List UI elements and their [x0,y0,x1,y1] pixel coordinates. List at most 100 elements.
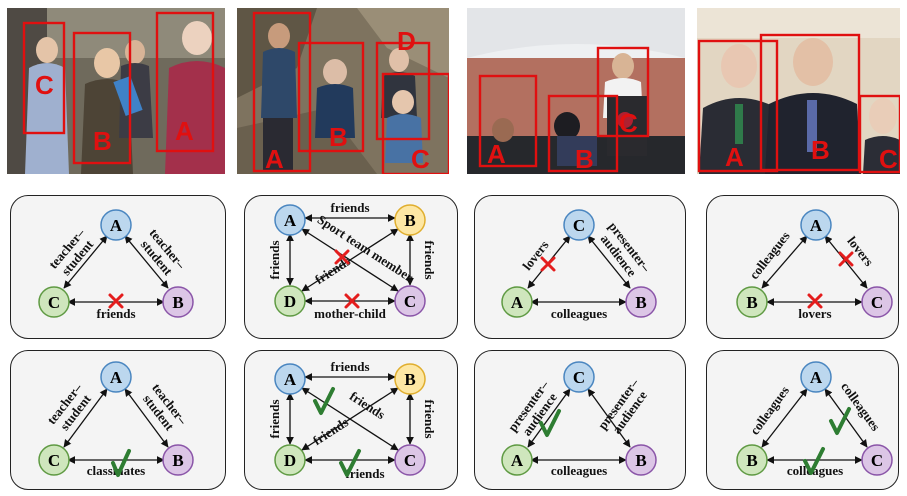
relation-graph-panel: presenter– audience presenter– audience … [474,350,686,490]
node-label: B [635,293,646,312]
edge-label: friends [267,241,282,280]
red-cross-icon [807,293,823,309]
node-circle [38,444,70,476]
bounding-box [697,39,779,173]
edge-label: friends [422,241,437,280]
node-circle [394,285,426,317]
bounding-box [759,33,861,172]
node-circle [501,444,533,476]
relation-graph-panel: colleagues lovers lovers A B C [706,195,899,339]
box-label: B [575,144,594,174]
edge-label: lovers [798,306,831,321]
box-label: A [175,116,194,146]
photo-street-group: C B A [7,8,225,174]
node-label: A [110,216,123,235]
node-label: B [746,293,757,312]
box-label: C [879,144,898,174]
node-circle [861,286,893,318]
box-label: D [397,26,416,56]
green-check-icon [313,387,335,415]
edge-label: colleagues [746,228,792,282]
node-label: D [284,292,296,311]
node-label: A [511,451,524,470]
bounding-box [381,72,449,174]
box-label: C [35,70,54,100]
node-circle [501,286,533,318]
green-check-icon [829,407,851,435]
node-circle [736,286,768,318]
node-circle [162,444,194,476]
green-check-icon [111,449,131,477]
box-label: A [265,144,284,174]
node-label: C [48,451,60,470]
node-circle [861,444,893,476]
relation-graph: teacher– student teacher– student classm… [38,361,194,478]
box-label: A [725,142,744,172]
edge-label: colleagues [787,463,843,478]
bounding-box [22,21,66,135]
node-label: A [810,216,823,235]
bounding-box [252,11,312,173]
bounding-box [375,41,431,141]
node-label: C [404,451,416,470]
relation-graph: lovers presenter– audience colleagues C … [501,209,657,321]
relation-graph: friends friends friends friends friends … [267,359,437,481]
red-cross-icon [838,251,854,267]
node-label: B [746,451,757,470]
green-check-icon [803,447,825,475]
red-cross-icon [108,293,124,309]
edge-label: friends [422,400,437,439]
node-circle [274,285,306,317]
box-label: B [93,126,112,156]
node-label: A [110,368,123,387]
relation-graph-panel: friends friends friends friends friends … [244,350,458,490]
edge-label: friends [346,466,385,481]
node-label: C [573,216,585,235]
relation-graph-panel: friends friends friends Sport team membe… [244,195,458,339]
red-cross-icon [540,256,556,272]
node-label: B [172,451,183,470]
node-circle [274,363,306,395]
node-circle [38,286,70,318]
node-label: B [635,451,646,470]
bounding-box [596,46,650,138]
node-circle [274,204,306,236]
edge-label: friends [267,400,282,439]
edge-label: friends [312,253,353,287]
relation-graph-panel: colleagues colleagues colleagues A B C [706,350,899,490]
bounding-box [858,94,900,174]
node-circle [394,444,426,476]
node-circle [100,361,132,393]
node-label: A [284,211,297,230]
edge-label: mother-child [314,306,386,321]
relation-graph: teacher– student teacher– student friend… [38,209,194,321]
box-label: B [329,122,348,152]
node-circle [100,209,132,241]
edge-label: friends [97,306,136,321]
node-circle [394,363,426,395]
relation-graph-panel: teacher– student teacher– student friend… [10,195,226,339]
edge-label: colleagues [551,463,607,478]
edge-label: colleagues [838,379,883,433]
node-label: D [284,451,296,470]
node-circle [736,444,768,476]
box-label: C [411,144,430,174]
bounding-box [155,11,215,153]
node-label: C [48,293,60,312]
photo-podium-speech: A B C [467,8,685,174]
node-label: A [810,368,823,387]
node-circle [162,286,194,318]
box-label: C [619,108,638,138]
photo-rock-group: A B D C [237,8,449,174]
edge-label: friends [331,200,370,215]
bounding-box [547,94,619,173]
relation-graph: colleagues colleagues colleagues A B C [736,361,893,478]
node-label: B [404,370,415,389]
bounding-box [478,74,538,168]
relation-graph-panel: teacher– student teacher– student classm… [10,350,226,490]
node-label: B [172,293,183,312]
node-label: C [404,292,416,311]
edge-label: colleagues [551,306,607,321]
bounding-box [297,41,365,153]
green-check-icon [339,449,361,477]
